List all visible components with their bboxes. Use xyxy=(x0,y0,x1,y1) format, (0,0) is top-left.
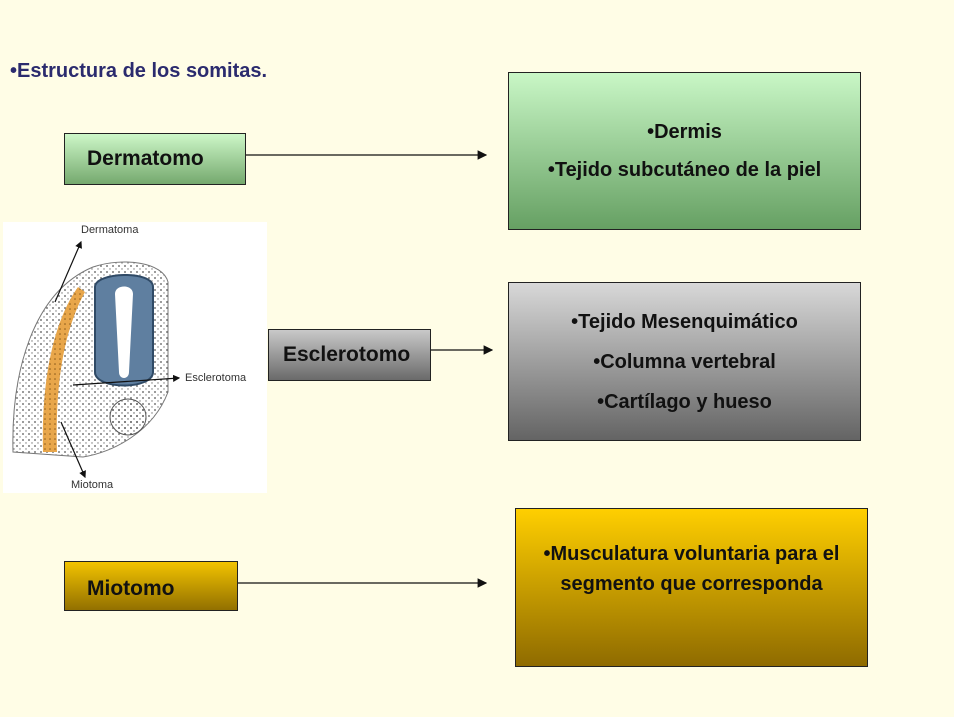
esclerotomo-content-box: •Tejido Mesenquimático •Columna vertebra… xyxy=(508,282,861,441)
dermatomo-content-box: •Dermis •Tejido subcutáneo de la piel xyxy=(508,72,861,230)
columna-vertebral-item: •Columna vertebral xyxy=(593,350,776,373)
dermatoma-label: Dermatoma xyxy=(81,224,139,236)
esclerotomo-label-box: Esclerotomo xyxy=(268,329,431,381)
tejido-subcutaneo-item: •Tejido subcutáneo de la piel xyxy=(547,159,822,181)
somite-illustration: Dermatoma Esclerotoma Miotoma xyxy=(3,222,267,493)
esclerotomo-label: Esclerotomo xyxy=(283,343,411,366)
cartilago-hueso-item: •Cartílago y hueso xyxy=(597,390,772,413)
miotoma-label: Miotoma xyxy=(71,479,114,491)
musculatura-item: •Musculatura voluntaria para el segmento… xyxy=(543,543,840,595)
dermatomo-label-box: Dermatomo xyxy=(64,133,246,185)
miotomo-label: Miotomo xyxy=(87,577,175,600)
miotomo-content-box: •Musculatura voluntaria para el segmento… xyxy=(515,508,868,667)
miotomo-label-box: Miotomo xyxy=(64,561,238,611)
tejido-mesenquimatico-item: •Tejido Mesenquimático xyxy=(571,310,798,333)
dermatomo-label: Dermatomo xyxy=(87,147,204,170)
dermis-item: •Dermis xyxy=(647,121,722,143)
embryo-cross-section xyxy=(12,240,181,479)
esclerotoma-label: Esclerotoma xyxy=(185,372,247,384)
slide-title: •Estructura de los somitas. xyxy=(10,60,268,82)
